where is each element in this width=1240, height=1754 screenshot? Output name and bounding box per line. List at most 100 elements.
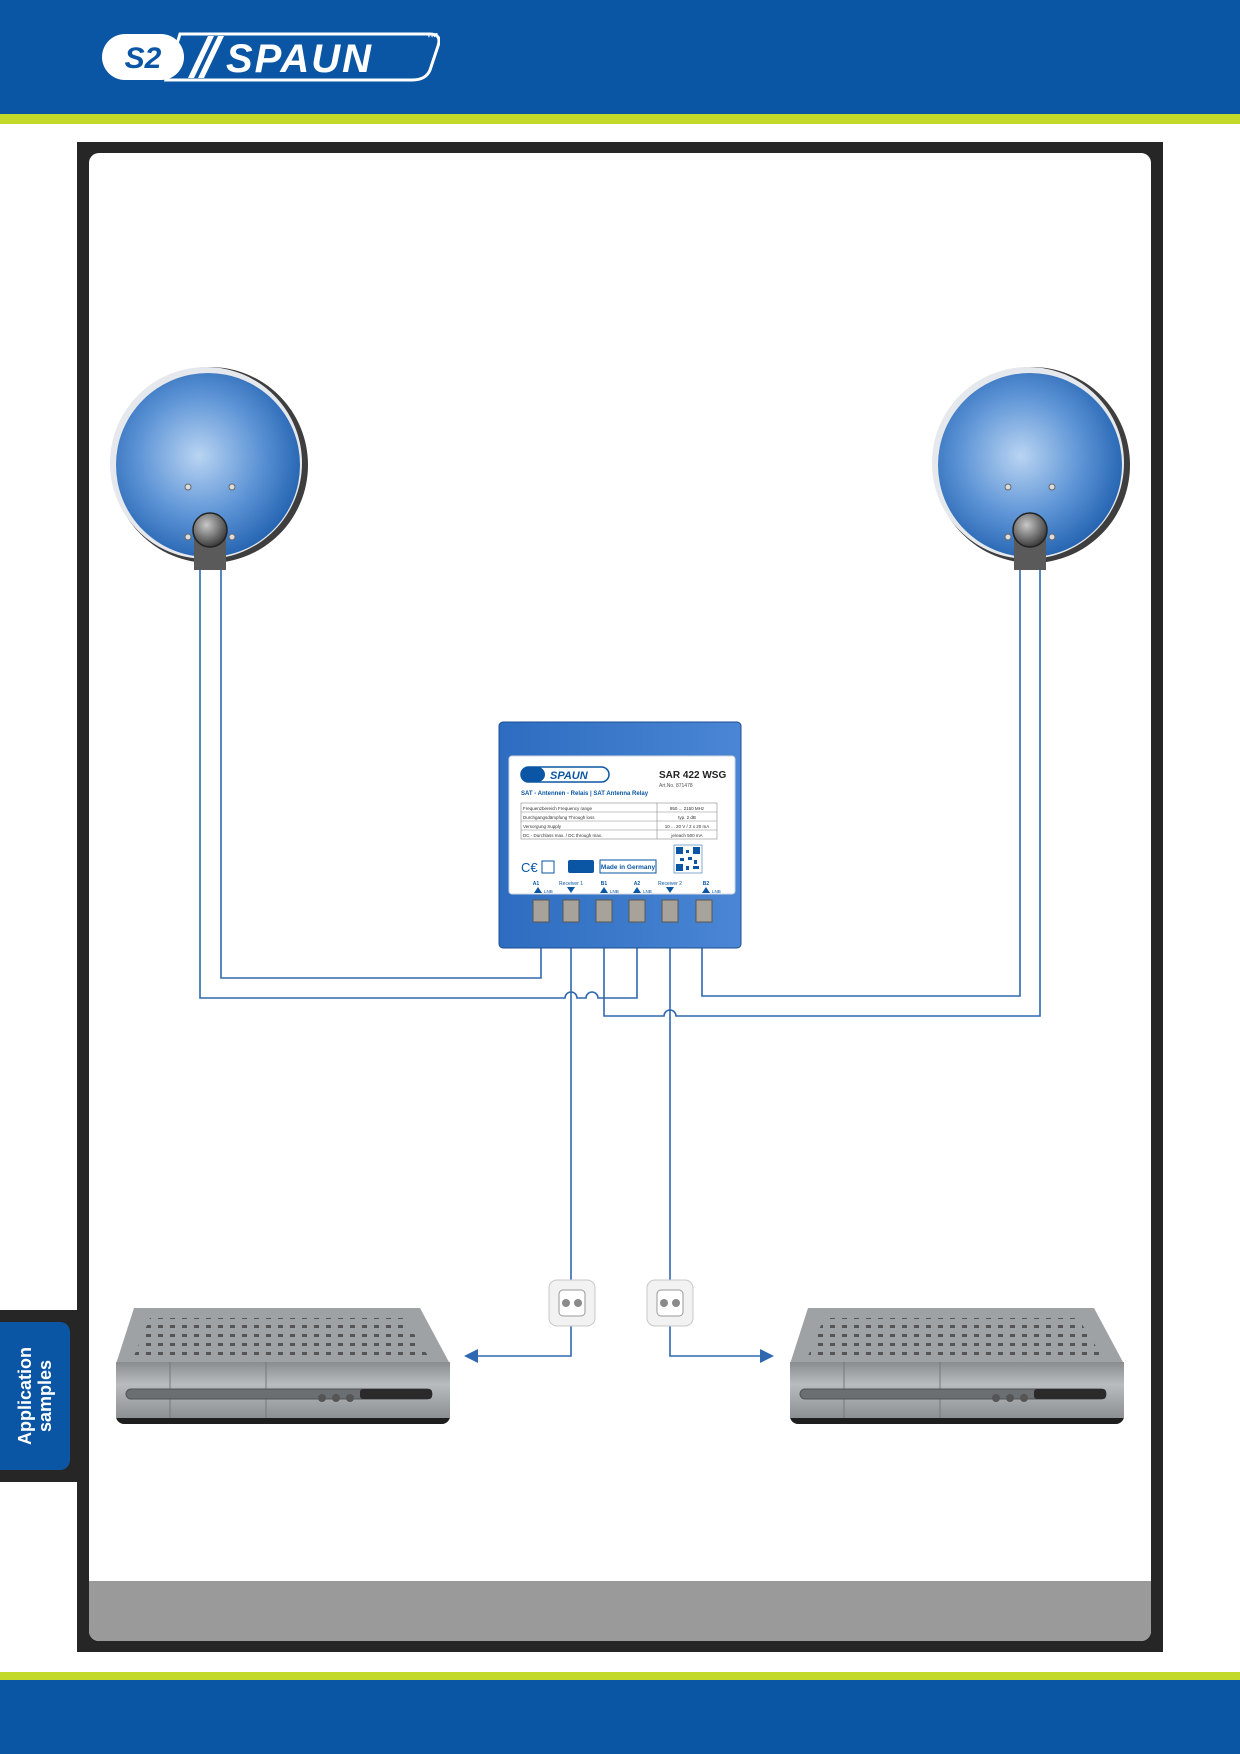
relay-subtitle: SAT - Antennen - Relais | SAT Antenna Re… xyxy=(521,791,649,797)
arrow-up-icon xyxy=(600,887,608,893)
relay-spec-value: 10 ... 20 V / 2 x 20 mA xyxy=(665,824,710,829)
port-label-receiver-1: Receiver 1 xyxy=(559,881,583,887)
port-direction-arrows xyxy=(534,887,710,893)
relay-spec-label: Versorgung Supply xyxy=(523,824,562,829)
f-connector-icon xyxy=(695,899,713,923)
f-connector-icon xyxy=(532,899,550,923)
port-label-a2: A2 xyxy=(634,881,641,887)
port-label-b2: B2 xyxy=(703,881,710,887)
cable-dish-left-a2 xyxy=(199,560,638,999)
dish-left-bolt xyxy=(184,483,192,491)
header-bar xyxy=(0,0,1240,114)
relay-art-no: Art.No. 871478 xyxy=(659,783,693,789)
relay-spec-value: je/each 500 mA xyxy=(670,833,702,838)
arrow-up-icon xyxy=(633,887,641,893)
dish-right-bolt xyxy=(1048,533,1056,541)
port-label-b1: B1 xyxy=(601,881,608,887)
f-connectors xyxy=(532,899,713,923)
port-label-receiver-2: Receiver 2 xyxy=(658,881,682,887)
dish-right-bolt xyxy=(1004,483,1012,491)
receiver-left-button-icon xyxy=(346,1394,354,1402)
relay-spec-label: Frequenzbereich Frequency range xyxy=(523,806,593,811)
f-connector-icon xyxy=(661,899,679,923)
f-connector-icon xyxy=(595,899,613,923)
dish-right-lnb-icon xyxy=(1012,512,1048,548)
receiver-right-button-icon xyxy=(992,1394,1000,1402)
dish-right-bolt xyxy=(1004,533,1012,541)
receiver-right-vents xyxy=(808,1318,1102,1356)
receiver-left-button-icon xyxy=(318,1394,326,1402)
receiver-left-button-icon xyxy=(332,1394,340,1402)
receiver-right-button-icon xyxy=(1020,1394,1028,1402)
relay-spec-value: typ. 2 dB xyxy=(678,815,696,820)
antenna-outlet-1 xyxy=(548,1279,596,1327)
qr-code-icon xyxy=(673,844,703,874)
logo-mark-text: S2 xyxy=(125,42,162,75)
outlet-1-insert xyxy=(558,1289,586,1317)
dish-left-bolt xyxy=(228,483,236,491)
relay-spec-table xyxy=(520,802,718,840)
dsequ-badge-icon xyxy=(568,860,594,873)
receiver-right-card-slot xyxy=(1034,1389,1106,1399)
port-label-a1: A1 xyxy=(533,881,540,887)
antenna-outlet-2 xyxy=(646,1279,694,1327)
panel-footer-bar xyxy=(89,1581,1151,1641)
logo-outline xyxy=(163,32,440,82)
port-sub-label: LNB xyxy=(712,889,721,894)
dish-left-lnb-icon xyxy=(192,512,228,548)
relay-spec-label: DC - Durchlass max. / DC through max. xyxy=(523,833,602,838)
receiver-left-card-slot xyxy=(360,1389,432,1399)
outlet-2-tv-socket-icon xyxy=(660,1299,668,1307)
outlet-1-tv-socket-icon xyxy=(562,1299,570,1307)
footer-bar xyxy=(0,1680,1240,1754)
port-sub-label: LNB xyxy=(643,889,652,894)
indoor-use-icon xyxy=(541,860,555,874)
arrow-up-icon xyxy=(534,887,542,893)
receiver-left-vents xyxy=(134,1318,428,1356)
satellite-receiver-right xyxy=(790,1308,1124,1424)
dish-right-bolt xyxy=(1048,483,1056,491)
cable-outlet-receiver-1 xyxy=(476,1322,572,1357)
relay-logo-mark xyxy=(521,767,545,782)
dish-left-bolt xyxy=(184,533,192,541)
port-sub-label: LNB xyxy=(610,889,619,894)
arrow-to-receiver-1-icon xyxy=(464,1349,478,1363)
relay-model: SAR 422 WSG xyxy=(659,770,726,781)
outlet-2-insert xyxy=(656,1289,684,1317)
arrow-down-icon xyxy=(666,887,674,893)
relay-made-in: Made in Germany xyxy=(601,864,656,871)
relay-spec-value: 950 ... 2150 MHz xyxy=(670,806,705,811)
made-in-box xyxy=(599,859,657,874)
dish-left-reflector-icon xyxy=(116,373,300,557)
ce-mark-icon: C€ xyxy=(521,860,538,875)
arrow-down-icon xyxy=(567,887,575,893)
port-sub-label: LNB xyxy=(544,889,553,894)
satellite-dish-left xyxy=(110,367,308,570)
cable-dish-left-a1 xyxy=(220,560,542,979)
footer-accent-stripe xyxy=(0,1672,1240,1680)
cable-outlet-receiver-2 xyxy=(669,1322,762,1357)
header-accent-stripe xyxy=(0,114,1240,124)
sat-antenna-relay: SPAUN SAR 422 WSG Art.No. 871478 SAT - A… xyxy=(498,721,742,949)
logo-slash-icon xyxy=(188,36,224,78)
f-connector-icon xyxy=(628,899,646,923)
logo-mark-badge xyxy=(102,34,184,80)
arrow-to-receiver-2-icon xyxy=(760,1349,774,1363)
logo-wordmark: SPAUN xyxy=(226,37,373,81)
dish-right-reflector-icon xyxy=(938,373,1122,557)
arrow-up-icon xyxy=(702,887,710,893)
side-tab[interactable] xyxy=(0,1322,70,1470)
logo-trademark: ™ xyxy=(426,30,439,45)
f-connector-icon xyxy=(562,899,580,923)
coax-cables xyxy=(199,560,1041,1357)
spaun-logo: S2 SPAUN ™ xyxy=(102,30,440,82)
receiver-right-button-icon xyxy=(1006,1394,1014,1402)
relay-spec-label: Durchgangsdämpfung Through loss xyxy=(523,815,595,820)
satellite-dish-right xyxy=(932,367,1130,570)
relay-logo-text: SPAUN xyxy=(550,770,589,782)
dish-left-bolt xyxy=(228,533,236,541)
cable-dish-right-b2 xyxy=(701,560,1021,997)
outlet-2-sat-socket-icon xyxy=(672,1299,680,1307)
outlet-1-sat-socket-icon xyxy=(574,1299,582,1307)
